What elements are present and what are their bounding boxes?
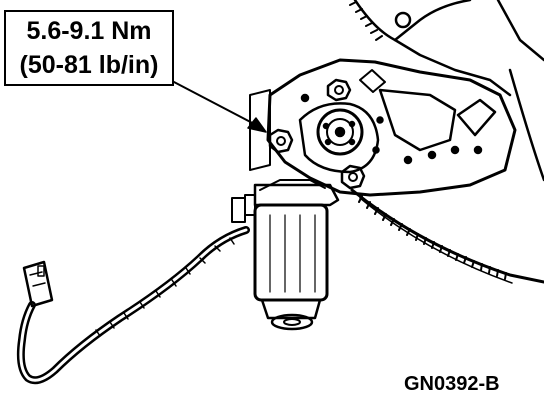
wire-harness — [16, 226, 250, 385]
figure-code: GN0392-B — [404, 373, 500, 395]
bolt-icon — [340, 164, 366, 190]
bolt-icon — [268, 128, 294, 154]
torque-value-nm: 5.6-9.1 Nm — [26, 17, 152, 45]
sector-gear — [350, 0, 544, 284]
connector-icon — [22, 260, 54, 308]
torque-value-lbin: (50-81 lb/in) — [19, 51, 159, 79]
regulator-arm-upper — [349, 0, 512, 97]
mounting-plate — [249, 58, 517, 197]
leader-arrow-icon — [173, 81, 267, 133]
bolt-icon — [326, 78, 352, 102]
motor-icon — [231, 179, 340, 331]
torque-spec-callout: 5.6-9.1 Nm (50-81 lb/in) — [4, 10, 174, 86]
